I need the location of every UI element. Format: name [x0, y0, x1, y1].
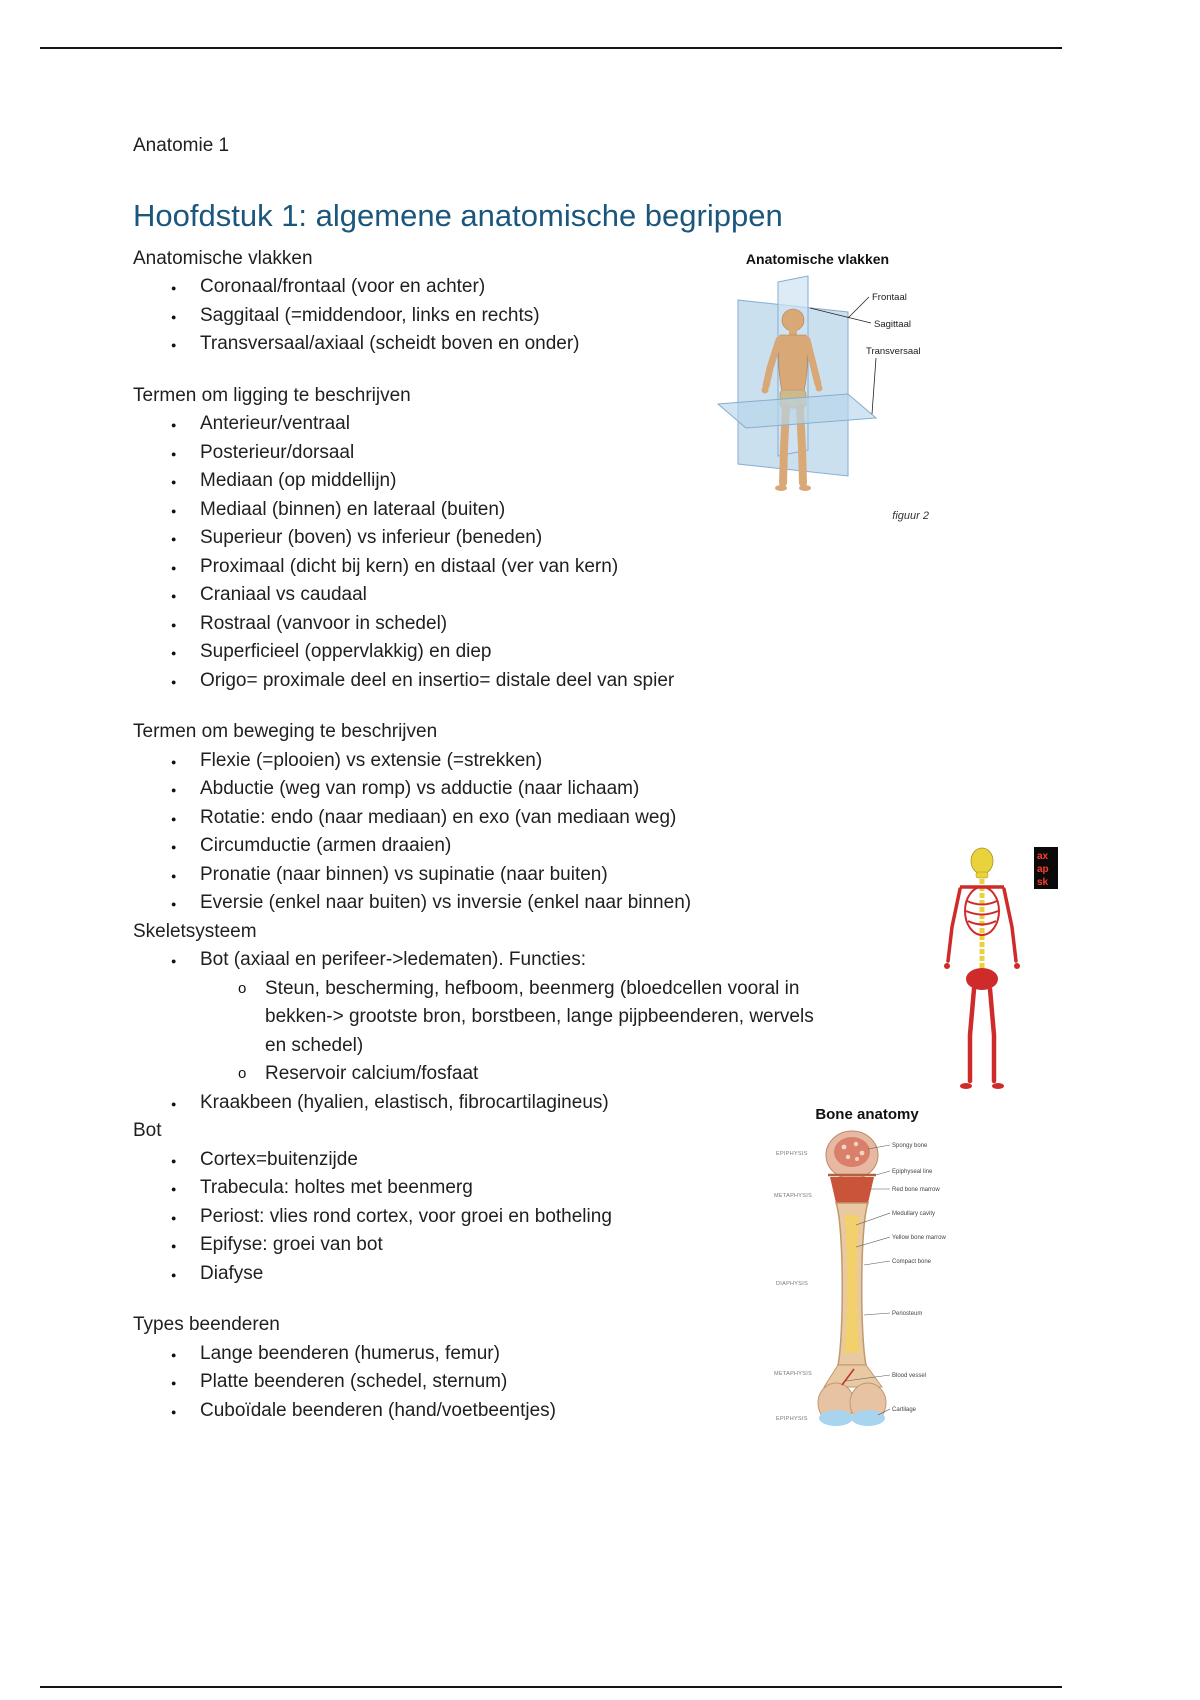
plane-label-frontaal: Frontaal [872, 292, 907, 303]
section-title-skeletsysteem: Skeletsysteem [133, 920, 257, 942]
list-item: Flexie (=plooien) vs extensie (=strekken… [133, 747, 928, 775]
bone-region-label: METAPHYSIS [774, 1193, 812, 1199]
bone-anatomy-graphic: EPIPHYSIS METAPHYSIS DIAPHYSIS METAPHYSI… [774, 1130, 946, 1426]
list-item: Superficieel (oppervlakkig) en diep [133, 638, 928, 667]
list-item: Coronaal/frontaal (voor en achter) [133, 273, 928, 302]
transverse-plane-shape [716, 393, 878, 429]
bone-part-label: Spongy bone [892, 1143, 928, 1149]
list-item: Rostraal (vanvoor in schedel) [133, 610, 928, 638]
list-item: Trabecula: holtes met beenmerg [133, 1174, 928, 1203]
list-bot: Cortex=buitenzijde Trabecula: holtes met… [133, 1146, 928, 1288]
list-item: Mediaan (op middellijn) [133, 467, 928, 496]
page-top-rule [40, 47, 1062, 49]
list-item-text: Bot (axiaal en perifeer->ledematen). Fun… [200, 949, 587, 970]
list-item: Cortex=buitenzijde [133, 1146, 928, 1174]
list-item: Posterieur/dorsaal [133, 439, 928, 467]
list-item: Diafyse [133, 1260, 928, 1288]
list-item: Kraakbeen (hyalien, elastisch, fibrocart… [133, 1089, 928, 1117]
figure-anatomical-planes: Anatomische vlakken [700, 250, 935, 522]
sublist-item: Reservoir calcium/fosfaat [200, 1060, 840, 1089]
sublist-item: Steun, bescherming, hefboom, beenmerg (b… [200, 975, 840, 1061]
figure-caption: figuur 2 [892, 510, 929, 522]
bone-region-label: DIAPHYSIS [776, 1281, 808, 1287]
skeleton-legend: ax ap sk [1034, 847, 1058, 889]
bone-part-label: Medullary cavity [892, 1211, 935, 1217]
list-item: Abductie (weg van romp) vs adductie (naa… [133, 775, 928, 804]
plane-label-transversaal: Transversaal [866, 346, 921, 357]
list-item: Epifyse: groei van bot [133, 1231, 928, 1260]
figure-title: Anatomische vlakken [745, 251, 890, 267]
section-title-beweging: Termen om beweging te beschrijven [133, 721, 438, 742]
anatomical-planes-graphic: Frontaal Sagittaal Transversaal [716, 275, 921, 491]
main-text-column: Anatomie 1 Hoofdstuk 1: algemene anatomi… [133, 132, 928, 1425]
figure-bone-anatomy: Bone anatomy EPIPHYSIS METAPHYSIS DIAPHY… [772, 1105, 962, 1443]
section-title-types: Types beenderen [133, 1314, 280, 1335]
doc-label: Anatomie 1 [133, 135, 230, 156]
list-item: Lange beenderen (humerus, femur) [133, 1340, 928, 1368]
list-item: Periost: vlies rond cortex, voor groei e… [133, 1203, 928, 1231]
bone-part-label: Compact bone [892, 1259, 932, 1265]
plane-label-sagittaal: Sagittaal [874, 319, 911, 330]
bone-region-label: EPIPHYSIS [776, 1416, 808, 1422]
list-vlakken: Coronaal/frontaal (voor en achter) Saggi… [133, 273, 928, 359]
bone-part-label: Blood vessel [892, 1373, 926, 1379]
list-item: Origo= proximale deel en insertio= dista… [133, 667, 928, 695]
figure-skeleton: ax ap sk [930, 845, 1060, 1111]
page-heading: Hoofdstuk 1: algemene anatomische begrip… [133, 197, 783, 233]
list-skeletsysteem: Bot (axiaal en perifeer->ledematen). Fun… [133, 946, 928, 1117]
list-item: Cuboïdale beenderen (hand/voetbeentjes) [133, 1397, 928, 1425]
bone-part-label: Periosteum [892, 1311, 922, 1317]
bone-leader-lines [845, 1144, 891, 1416]
page-bottom-rule [40, 1686, 1062, 1688]
list-item: Eversie (enkel naar buiten) vs inversie … [133, 889, 928, 918]
list-item: Rotatie: endo (naar mediaan) en exo (van… [133, 804, 928, 832]
bone-region-label: EPIPHYSIS [776, 1151, 808, 1157]
section-title-bot: Bot [133, 1120, 162, 1141]
skeleton-graphic: ax ap sk [944, 847, 1058, 1089]
section-title-ligging: Termen om ligging te beschrijven [133, 384, 411, 406]
list-item: Superieur (boven) vs inferieur (beneden) [133, 524, 928, 553]
long-bone-graphic [817, 1130, 887, 1426]
figure-title: Bone anatomy [815, 1106, 919, 1123]
list-item: Bot (axiaal en perifeer->ledematen). Fun… [133, 946, 928, 1089]
list-item: Saggitaal (=middendoor, links en rechts) [133, 302, 928, 330]
section-title-vlakken: Anatomische vlakken [133, 247, 313, 269]
list-item: Platte beenderen (schedel, sternum) [133, 1368, 928, 1397]
legend-line: ax [1037, 851, 1049, 862]
list-item: Transversaal/axiaal (scheidt boven en on… [133, 330, 928, 359]
legend-line: sk [1037, 877, 1049, 888]
legend-line: ap [1037, 864, 1049, 875]
bone-part-label: Yellow bone marrow [892, 1235, 946, 1241]
list-types: Lange beenderen (humerus, femur) Platte … [133, 1340, 928, 1425]
list-beweging: Flexie (=plooien) vs extensie (=strekken… [133, 747, 928, 918]
list-ligging: Anterieur/ventraal Posterieur/dorsaal Me… [133, 410, 928, 696]
bone-region-label: METAPHYSIS [774, 1371, 812, 1377]
bone-part-label: Red bone marrow [892, 1187, 940, 1193]
list-item: Pronatie (naar binnen) vs supinatie (naa… [133, 861, 928, 889]
list-item: Mediaal (binnen) en lateraal (buiten) [133, 496, 928, 524]
list-item: Circumductie (armen draaien) [133, 832, 928, 861]
list-item: Proximaal (dicht bij kern) en distaal (v… [133, 553, 928, 581]
list-item: Craniaal vs caudaal [133, 581, 928, 610]
bone-part-label: Epiphyseal line [892, 1169, 933, 1175]
sublist-bot-functies: Steun, bescherming, hefboom, beenmerg (b… [200, 975, 928, 1089]
bone-part-label: Cartilage [892, 1407, 917, 1413]
list-item: Anterieur/ventraal [133, 410, 928, 439]
